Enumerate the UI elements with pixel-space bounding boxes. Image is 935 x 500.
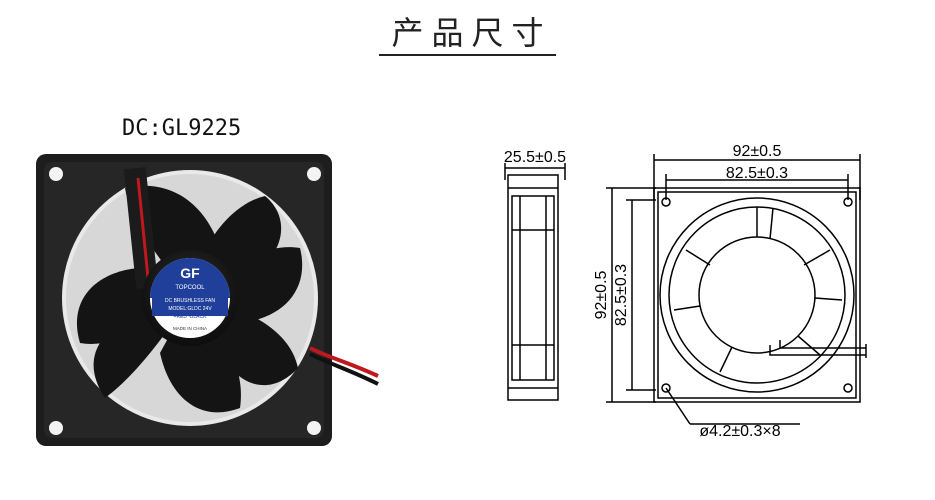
label-line-2: MODEL:GLDC 24V (168, 306, 212, 312)
depth-dimension: 25.5±0.5 (504, 149, 566, 166)
label-line-4: MADE IN CHINA (173, 326, 207, 331)
height-inner-dimension: 82.5±0.3 (613, 264, 630, 326)
side-view-drawing: 25.5±0.5 (504, 149, 566, 401)
hole-dimension: ø4.2±0.3×8 (699, 423, 780, 440)
width-outer-dimension: 92±0.5 (733, 143, 782, 160)
model-name: DC:GL9225 (122, 116, 242, 141)
label-line-3: +RED -BLACK (174, 314, 208, 320)
height-outer-dimension: 92±0.5 (593, 270, 610, 319)
label-line-1: DC BRUSHLESS FAN (165, 298, 215, 304)
page-title: 产品尺寸 (0, 8, 935, 56)
width-inner-dimension: 82.5±0.3 (726, 165, 788, 182)
brand-logo: GF (180, 265, 200, 281)
front-view-drawing: 92±0.5 82.5±0.3 92±0.5 82.5±0.3 ø4.2±0.3… (593, 143, 867, 440)
brand-name: TOPCOOL (175, 285, 205, 291)
fan-photo: GF TOPCOOL DC BRUSHLESS FAN MODEL:GLDC 2… (36, 154, 379, 446)
